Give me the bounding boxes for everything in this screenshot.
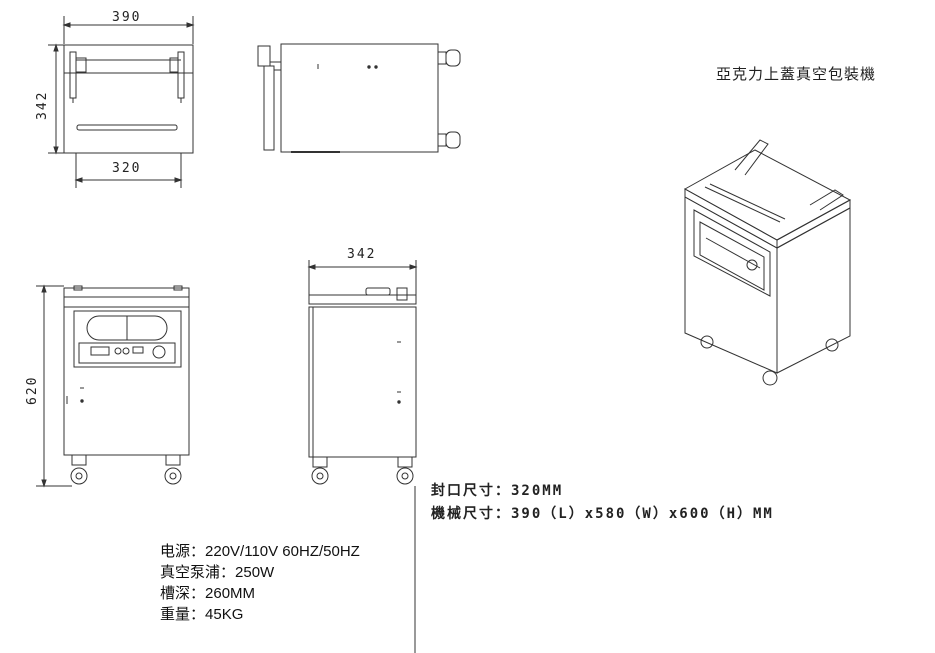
side-view — [307, 260, 418, 485]
machine-size-label: 機械尺寸： — [431, 506, 511, 522]
dim-front-height: 620 — [25, 376, 40, 405]
top-view — [48, 16, 195, 188]
seal-size-label: 封口尺寸： — [431, 483, 511, 499]
seal-size-value: 320MM — [511, 483, 564, 499]
spec-value: 250W — [235, 564, 275, 581]
spec-list: 电源：220V/110V 60HZ/50HZ 真空泵浦：250W 槽深：260M… — [160, 541, 360, 625]
main-specs: 封口尺寸：320MM 機械尺寸：390（L）x580（W）x600（H）MM — [431, 480, 774, 526]
spec-value: 220V/110V 60HZ/50HZ — [205, 543, 360, 560]
spec-row-depth: 槽深：260MM — [160, 583, 360, 604]
spec-row-weight: 重量：45KG — [160, 604, 360, 625]
dim-top-width: 390 — [112, 10, 141, 25]
spec-label: 重量： — [160, 606, 206, 623]
seal-size-row: 封口尺寸：320MM — [431, 480, 774, 503]
spec-label: 槽深： — [160, 585, 206, 602]
front-view — [36, 284, 190, 488]
product-title: 亞克力上蓋真空包裝機 — [716, 65, 877, 83]
dim-top-inner-width: 320 — [112, 161, 141, 176]
spec-row-power: 电源：220V/110V 60HZ/50HZ — [160, 541, 360, 562]
machine-size-row: 機械尺寸：390（L）x580（W）x600（H）MM — [431, 503, 774, 526]
isometric-view — [683, 139, 852, 386]
spec-label: 真空泵浦： — [160, 564, 236, 581]
side-top-view — [257, 43, 461, 153]
spec-label: 电源： — [160, 543, 206, 560]
dim-top-depth: 342 — [35, 91, 50, 120]
dim-side-depth: 342 — [347, 247, 376, 262]
spec-row-pump: 真空泵浦：250W — [160, 562, 360, 583]
machine-size-value: 390（L）x580（W）x600（H）MM — [511, 506, 774, 522]
spec-value: 260MM — [205, 585, 256, 602]
spec-value: 45KG — [205, 606, 244, 623]
